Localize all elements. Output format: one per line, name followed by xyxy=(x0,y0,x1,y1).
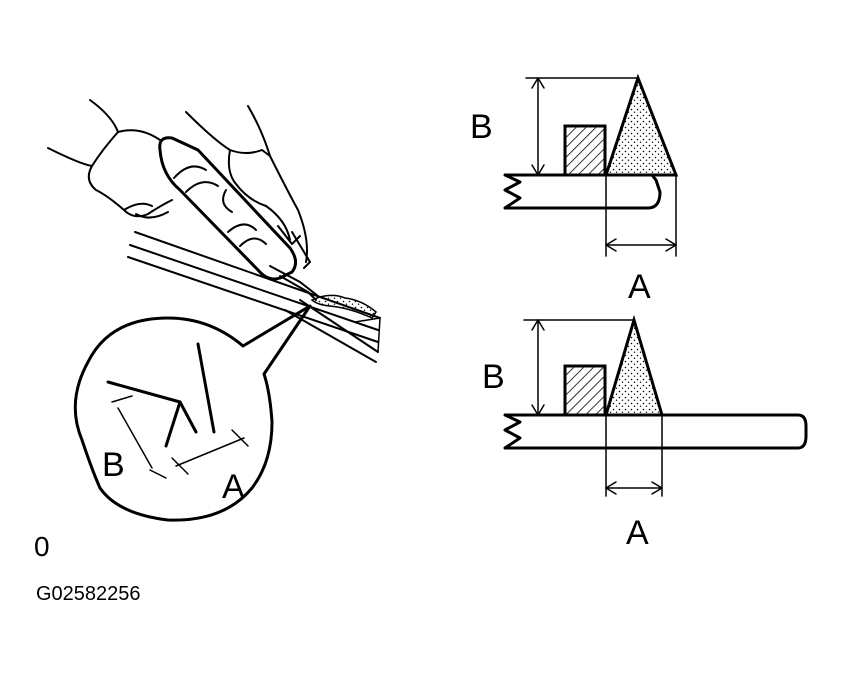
callout-bubble xyxy=(73,304,312,522)
sealant-bead xyxy=(310,294,377,319)
bottom-dimension-b xyxy=(523,319,635,416)
section-top: B A xyxy=(470,73,679,306)
top-label-a: A xyxy=(628,268,651,306)
bottom-sealant-bead xyxy=(603,314,665,417)
corner-mark: 0 xyxy=(34,531,50,562)
inset-label-a: A xyxy=(222,468,245,506)
inset-label-b: B xyxy=(102,446,125,484)
section-bottom: B A xyxy=(482,314,808,552)
bottom-dimension-a xyxy=(605,414,663,497)
caulking-illustration: B A xyxy=(47,99,381,522)
left-hand xyxy=(47,99,173,219)
bottom-hatched-block xyxy=(563,364,607,417)
right-hand xyxy=(185,105,308,263)
top-dimension-b xyxy=(525,77,639,176)
top-label-b: B xyxy=(470,108,493,146)
figure-code: G02582256 xyxy=(36,583,141,605)
inset-joint-detail xyxy=(106,342,249,479)
top-hatched-block xyxy=(563,124,607,177)
top-sealant-bead xyxy=(603,73,679,177)
top-dimension-a xyxy=(605,174,677,257)
caulking-gun xyxy=(158,136,319,301)
bottom-label-b: B xyxy=(482,358,505,396)
bottom-label-a: A xyxy=(626,514,649,552)
top-plate xyxy=(503,173,678,210)
bottom-plate xyxy=(503,413,808,450)
